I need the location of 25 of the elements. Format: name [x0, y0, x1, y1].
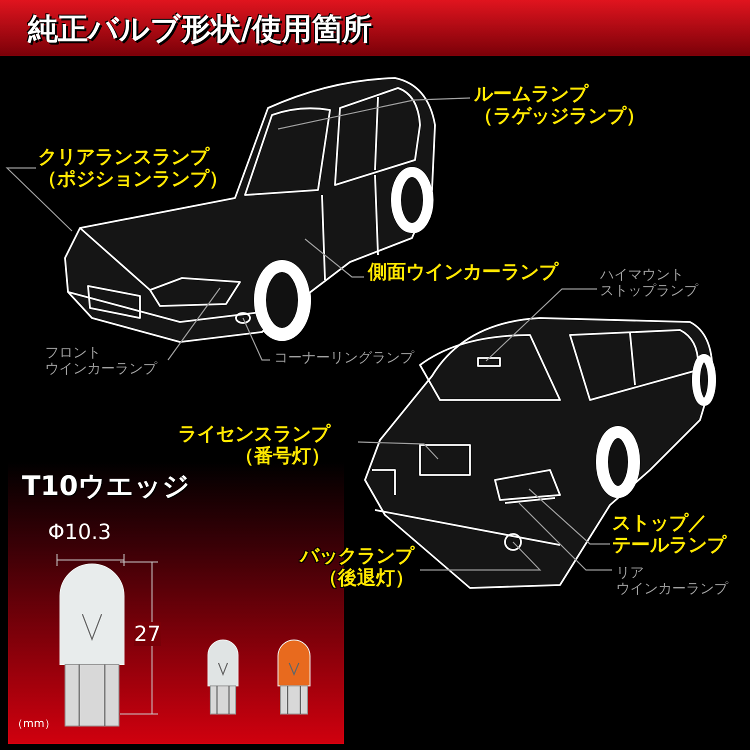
- lamp-label: ライセンスランプ（番号灯）: [178, 424, 330, 468]
- dimension-label: Φ10.3: [48, 520, 112, 544]
- page-title: 純正バルブ形状/使用箇所: [28, 11, 372, 49]
- lamp-label: 側面ウインカーランプ: [368, 262, 558, 284]
- leader-line: [242, 318, 270, 361]
- leader-line: [304, 238, 364, 278]
- lamp-label: ハイマウントストップランプ: [600, 267, 698, 300]
- lamp-label: ルームランプ（ラゲッジランプ）: [474, 84, 645, 128]
- leader-line: [168, 288, 220, 360]
- leader-line: [486, 288, 597, 362]
- leader-line: [420, 542, 542, 571]
- lamp-label: リアウインカーランプ: [616, 565, 728, 598]
- leader-line: [518, 502, 612, 571]
- leader-line: [528, 488, 610, 545]
- lamp-label: クリアランスランプ（ポジションランプ）: [38, 147, 228, 191]
- lamp-label: フロントウインカーランプ: [45, 345, 157, 378]
- dimension-label: 27: [134, 622, 161, 646]
- unit-note: （mm）: [12, 716, 56, 731]
- panel-heading: T10ウエッジ: [22, 470, 190, 504]
- leader-line: [358, 441, 438, 460]
- lamp-label: バックランプ（後退灯）: [300, 546, 414, 590]
- lamp-label: コーナーリングランプ: [274, 350, 414, 366]
- lamp-label: ストップ／テールランプ: [612, 513, 726, 557]
- leader-line: [6, 167, 72, 232]
- leader-line: [278, 97, 470, 130]
